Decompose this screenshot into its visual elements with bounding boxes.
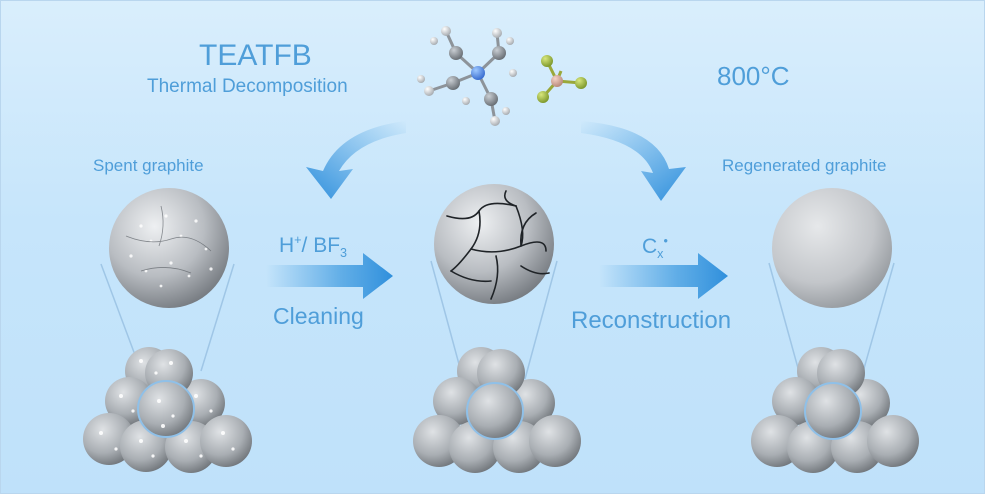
bf4-anion-molecule bbox=[537, 55, 587, 103]
reconstruction-formula: Cx• bbox=[642, 234, 668, 261]
regenerated-graphite-sphere bbox=[772, 188, 892, 308]
spent-graphite-sphere bbox=[109, 188, 229, 308]
spent-particle-stack bbox=[83, 347, 252, 473]
cleaned-particle-stack bbox=[413, 347, 581, 473]
formula-bf-subscript: 3 bbox=[340, 246, 348, 261]
cleaned-graphite-sphere bbox=[434, 184, 554, 304]
process-subtitle: Thermal Decomposition bbox=[147, 76, 348, 97]
teatfb-cation-molecule bbox=[428, 30, 501, 122]
regenerated-graphite-group bbox=[751, 188, 919, 473]
formula-h: H bbox=[279, 234, 295, 257]
formula-radical: • bbox=[663, 234, 668, 248]
reconstruction-step-label: Reconstruction bbox=[571, 307, 732, 334]
cleaned-graphite-group bbox=[413, 184, 581, 473]
arrow-reconstruction bbox=[599, 253, 728, 299]
temperature-label: 800°C bbox=[717, 61, 790, 91]
arrow-cleaning bbox=[266, 253, 393, 299]
regenerated-graphite-label: Regenerated graphite bbox=[722, 156, 887, 175]
reagent-title: TEATFB bbox=[199, 39, 312, 72]
formula-h-charge: + bbox=[294, 233, 302, 247]
molecule-atoms bbox=[417, 26, 517, 126]
formula-c-subscript: x bbox=[657, 247, 664, 262]
regenerated-particle-stack bbox=[751, 347, 919, 473]
cleaning-step-label: Cleaning bbox=[273, 303, 364, 329]
cleaning-formula: H+/ BF3 bbox=[279, 233, 347, 260]
spent-surface-impurities bbox=[99, 359, 235, 458]
curved-arrow-left bbox=[306, 121, 406, 199]
curved-arrow-right bbox=[581, 121, 686, 201]
spent-graphite-label: Spent graphite bbox=[93, 156, 204, 175]
formula-c: C bbox=[642, 235, 658, 258]
spent-graphite-group bbox=[83, 188, 252, 473]
formula-bf: / BF bbox=[301, 234, 341, 257]
